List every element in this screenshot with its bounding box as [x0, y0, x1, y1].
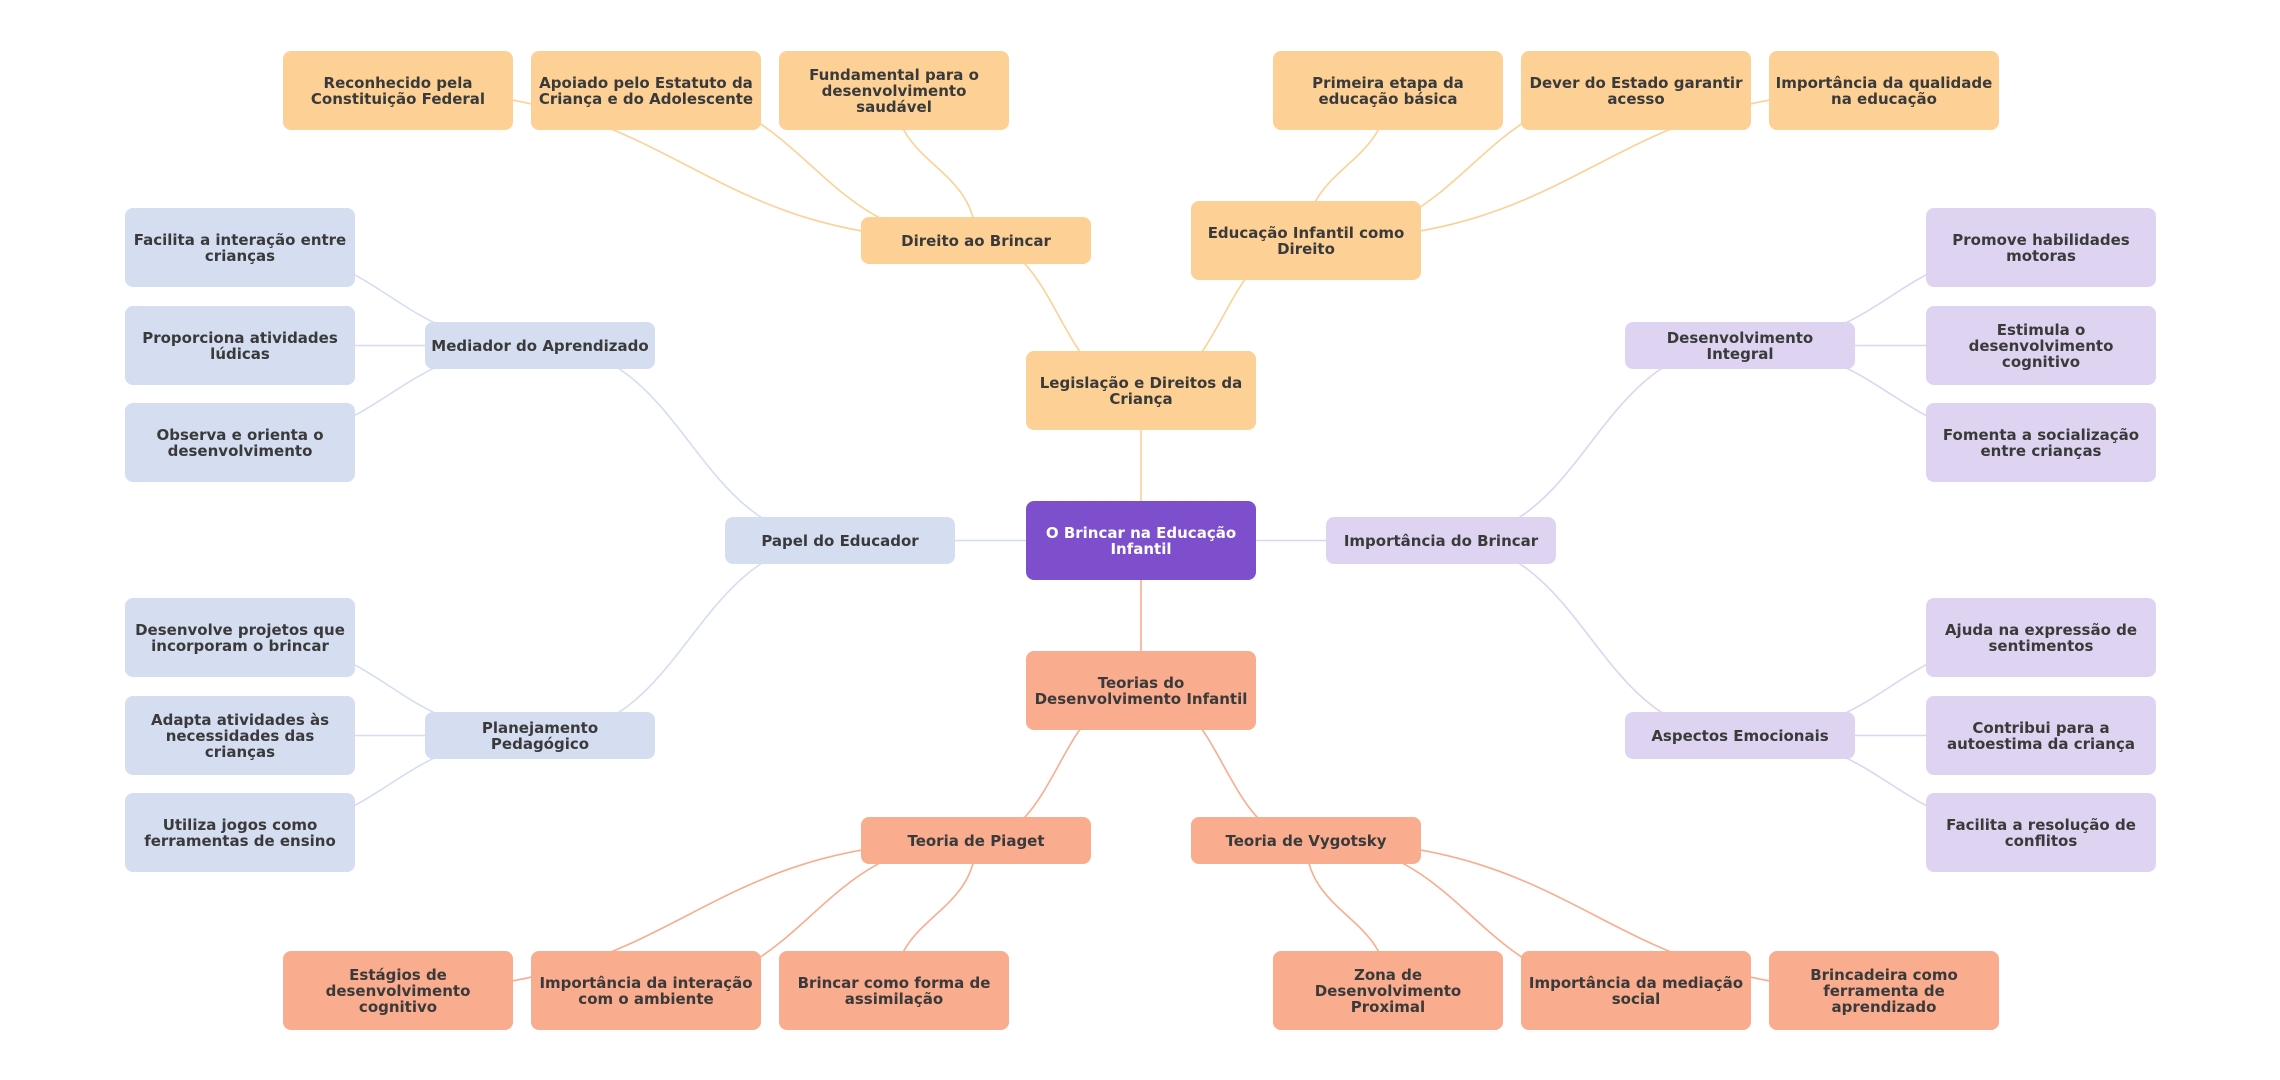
- subnode-aspectos-emocionais[interactable]: Aspectos Emocionais: [1625, 712, 1855, 759]
- node-label: Desenvolve projetos que incorporam o bri…: [135, 620, 345, 655]
- subnode-teoria-de-vygotsky[interactable]: Teoria de Vygotsky: [1191, 817, 1421, 864]
- leaf-node[interactable]: Importância da qualidade na educação: [1769, 51, 1999, 130]
- node-label: Importância da qualidade na educação: [1775, 73, 1993, 108]
- leaf-node[interactable]: Facilita a interação entre crianças: [125, 208, 355, 287]
- node-label: Adapta atividades às necessidades das cr…: [150, 710, 330, 761]
- leaf-node[interactable]: Desenvolve projetos que incorporam o bri…: [125, 598, 355, 677]
- node-label: Legislação e Direitos da Criança: [1039, 373, 1243, 408]
- node-label: Planejamento Pedagógico: [481, 718, 599, 753]
- leaf-node[interactable]: Observa e orienta o desenvolvimento: [125, 403, 355, 482]
- leaf-node[interactable]: Ajuda na expressão de sentimentos: [1926, 598, 2156, 677]
- node-label: Mediador do Aprendizado: [431, 336, 649, 355]
- leaf-node[interactable]: Brincar como forma de assimilação: [779, 951, 1009, 1030]
- node-label: Teorias do Desenvolvimento Infantil: [1034, 673, 1248, 708]
- leaf-node[interactable]: Proporciona atividades lúdicas: [125, 306, 355, 385]
- branch-node-legislacao[interactable]: Legislação e Direitos da Criança: [1026, 351, 1256, 430]
- leaf-node[interactable]: Estimula o desenvolvimento cognitivo: [1926, 306, 2156, 385]
- leaf-node[interactable]: Fundamental para o desenvolvimento saudá…: [779, 51, 1009, 130]
- node-label: Educação Infantil como Direito: [1207, 223, 1405, 258]
- leaf-node[interactable]: Contribui para a autoestima da criança: [1926, 696, 2156, 775]
- node-label: Desenvolvimento Integral: [1666, 328, 1814, 363]
- node-label: Teoria de Piaget: [907, 831, 1045, 850]
- leaf-node[interactable]: Apoiado pelo Estatuto da Criança e do Ad…: [531, 51, 761, 130]
- leaf-node[interactable]: Importância da mediação social: [1521, 951, 1751, 1030]
- node-label: Facilita a interação entre crianças: [133, 230, 347, 265]
- leaf-node[interactable]: Reconhecido pela Constituição Federal: [283, 51, 513, 130]
- branch-node-papel-do-educador[interactable]: Papel do Educador: [725, 517, 955, 564]
- node-label: Ajuda na expressão de sentimentos: [1944, 620, 2138, 655]
- leaf-node[interactable]: Primeira etapa da educação básica: [1273, 51, 1503, 130]
- node-label: Primeira etapa da educação básica: [1312, 73, 1464, 108]
- connector-line: [1440, 539, 1741, 737]
- node-label: Brincar como forma de assimilação: [797, 973, 991, 1008]
- node-label: Estágios de desenvolvimento cognitivo: [325, 965, 471, 1016]
- subnode-educacao-infantil-como-direito[interactable]: Educação Infantil como Direito: [1191, 201, 1421, 280]
- branch-node-importancia-do-brincar[interactable]: Importância do Brincar: [1326, 517, 1556, 564]
- leaf-node[interactable]: Promove habilidades motoras: [1926, 208, 2156, 287]
- leaf-node[interactable]: Estágios de desenvolvimento cognitivo: [283, 951, 513, 1030]
- root-node-label: O Brincar na Educação Infantil: [1045, 523, 1237, 558]
- node-label: Fundamental para o desenvolvimento saudá…: [809, 65, 979, 116]
- leaf-node[interactable]: Adapta atividades às necessidades das cr…: [125, 696, 355, 775]
- node-label: Utiliza jogos como ferramentas de ensino: [144, 815, 336, 850]
- subnode-direito-ao-brincar[interactable]: Direito ao Brincar: [861, 217, 1091, 264]
- node-label: Reconhecido pela Constituição Federal: [310, 73, 486, 108]
- node-label: Observa e orienta o desenvolvimento: [156, 425, 324, 460]
- subnode-teoria-de-piaget[interactable]: Teoria de Piaget: [861, 817, 1091, 864]
- root-node[interactable]: O Brincar na Educação Infantil: [1026, 501, 1256, 580]
- subnode-desenvolvimento-integral[interactable]: Desenvolvimento Integral: [1625, 322, 1855, 369]
- leaf-node[interactable]: Facilita a resolução de conflitos: [1926, 793, 2156, 872]
- branch-node-teorias[interactable]: Teorias do Desenvolvimento Infantil: [1026, 651, 1256, 730]
- connector-line: [539, 344, 841, 542]
- leaf-node[interactable]: Utiliza jogos como ferramentas de ensino: [125, 793, 355, 872]
- leaf-node[interactable]: Brincadeira como ferramenta de aprendiza…: [1769, 951, 1999, 1030]
- node-label: Brincadeira como ferramenta de aprendiza…: [1810, 965, 1958, 1016]
- node-label: Papel do Educador: [761, 531, 919, 550]
- node-label: Importância da mediação social: [1528, 973, 1744, 1008]
- node-label: Importância da interação com o ambiente: [539, 973, 753, 1008]
- node-label: Contribui para a autoestima da criança: [1947, 718, 2135, 753]
- node-label: Estimula o desenvolvimento cognitivo: [1968, 320, 2114, 371]
- node-label: Teoria de Vygotsky: [1225, 831, 1387, 850]
- node-label: Zona de Desenvolvimento Proximal: [1314, 965, 1462, 1016]
- node-label: Dever do Estado garantir acesso: [1529, 73, 1743, 108]
- node-label: Importância do Brincar: [1343, 531, 1539, 550]
- subnode-mediador-do-aprendizado[interactable]: Mediador do Aprendizado: [425, 322, 655, 369]
- connector-line: [1440, 344, 1741, 542]
- leaf-node[interactable]: Zona de Desenvolvimento Proximal: [1273, 951, 1503, 1030]
- node-label: Proporciona atividades lúdicas: [142, 328, 338, 363]
- node-label: Facilita a resolução de conflitos: [1946, 815, 2136, 850]
- leaf-node[interactable]: Importância da interação com o ambiente: [531, 951, 761, 1030]
- node-label: Aspectos Emocionais: [1651, 726, 1829, 745]
- node-label: Apoiado pelo Estatuto da Criança e do Ad…: [538, 73, 754, 108]
- connector-line: [539, 539, 841, 737]
- node-label: Promove habilidades motoras: [1952, 230, 2130, 265]
- node-label: Direito ao Brincar: [901, 231, 1051, 250]
- node-label: Fomenta a socialização entre crianças: [1942, 425, 2140, 460]
- subnode-planejamento-pedagogico[interactable]: Planejamento Pedagógico: [425, 712, 655, 759]
- leaf-node[interactable]: Dever do Estado garantir acesso: [1521, 51, 1751, 130]
- leaf-node[interactable]: Fomenta a socialização entre crianças: [1926, 403, 2156, 482]
